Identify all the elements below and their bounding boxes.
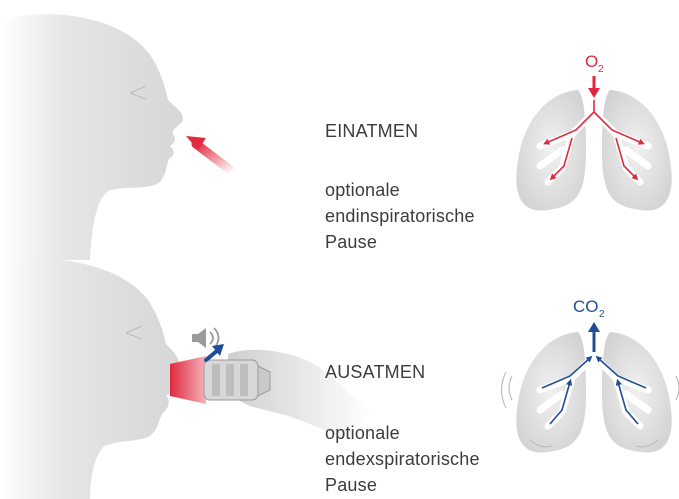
exhale-pause-line-3: Pause — [325, 472, 480, 498]
exhale-pause-text: optionale endexspiratorische Pause — [325, 420, 480, 498]
face-silhouette-top — [0, 14, 183, 260]
co2-label: CO — [573, 297, 599, 316]
face-silhouette-bottom — [0, 259, 179, 499]
exhale-pause-line-2: endexspiratorische — [325, 446, 480, 472]
inhale-arrow — [186, 136, 233, 172]
co2-subscript: 2 — [599, 309, 605, 320]
o2-label: O — [585, 52, 598, 71]
speaker-icon — [192, 328, 219, 348]
exhale-arrow — [206, 344, 224, 360]
inhale-pause-line-3: Pause — [325, 229, 475, 255]
inhale-pause-line-1: optionale — [325, 177, 475, 203]
lungs-bottom — [502, 332, 679, 453]
inhale-pause-line-2: endinspiratorische — [325, 203, 475, 229]
exhale-title: AUSATMEN — [325, 359, 425, 385]
lungs-top — [516, 90, 671, 211]
inhale-gas-label: O 2 — [585, 52, 604, 98]
inhale-title: EINATMEN — [325, 118, 418, 144]
o2-subscript: 2 — [598, 64, 604, 75]
exhale-pause-line-1: optionale — [325, 420, 480, 446]
inhaler-device — [170, 356, 270, 404]
inhale-pause-text: optionale endinspiratorische Pause — [325, 177, 475, 255]
